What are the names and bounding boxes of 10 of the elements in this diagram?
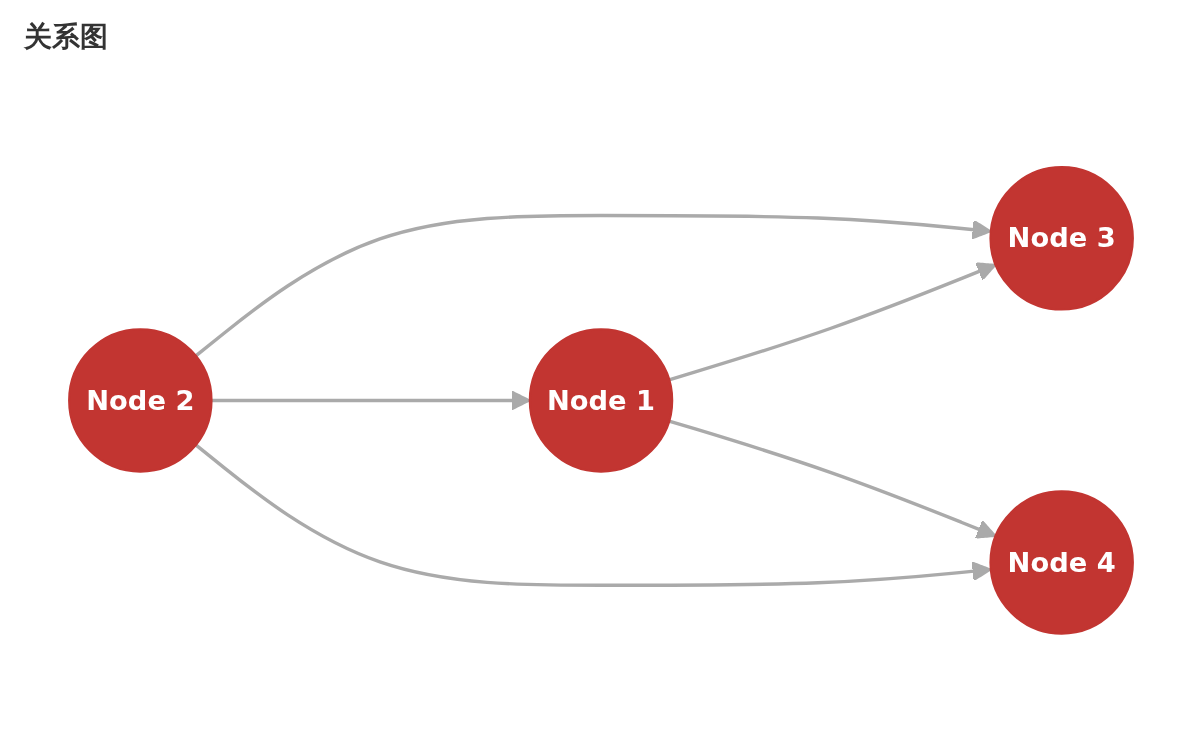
node-circle: Node 1 [528, 327, 674, 473]
arrow [668, 418, 997, 539]
node-circle: Node 3 [989, 165, 1134, 311]
arrow [211, 390, 531, 410]
arrow [194, 213, 992, 357]
arrow [668, 261, 997, 382]
arrow [194, 443, 992, 587]
node-circle: Node 4 [989, 489, 1134, 635]
diagram-title: 关系图 [24, 19, 108, 55]
node-circle: Node 2 [68, 327, 213, 473]
